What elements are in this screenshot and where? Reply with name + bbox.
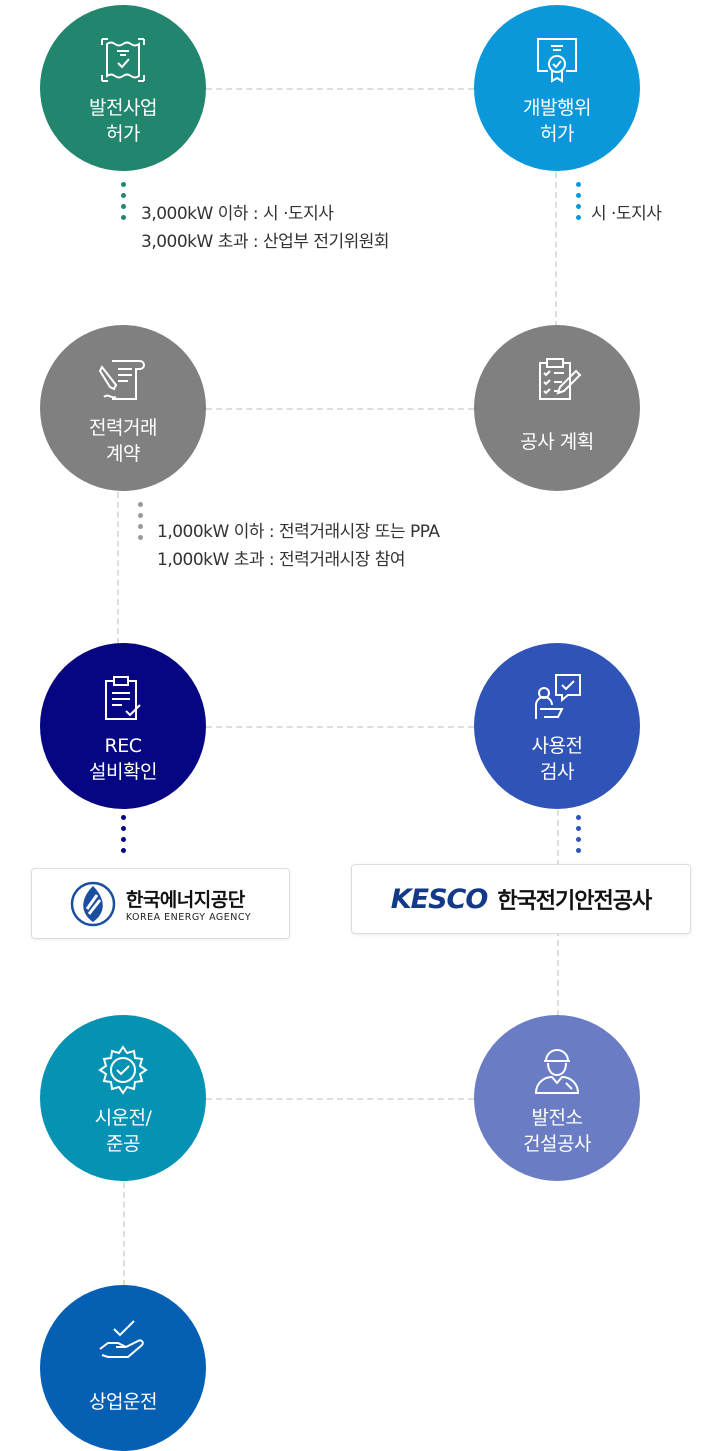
step-label: 검사 <box>540 761 574 783</box>
note-line: 3,000kW 이하 : 시 ·도지사 <box>141 204 334 224</box>
kesco-logo: KESCO 한국전기안전공사 <box>351 864 691 934</box>
step-power-trade-contract: 전력거래 계약 <box>40 325 206 491</box>
step-test-run: 시운전/ 준공 <box>40 1015 206 1181</box>
step-power-business-permit: 발전사업 허가 <box>40 5 206 171</box>
checklist-pen-icon <box>539 358 582 400</box>
step-label: REC <box>104 735 142 757</box>
note-dots <box>138 502 143 540</box>
worker-icon <box>534 1049 580 1094</box>
step-label: 개발행위 <box>523 97 591 119</box>
connector <box>206 408 474 410</box>
note-dots <box>121 815 126 853</box>
inspector-chat-icon <box>535 674 581 719</box>
note-dots <box>121 182 126 220</box>
connector <box>555 172 557 327</box>
connector <box>206 88 474 90</box>
step-label: 건설공사 <box>523 1133 591 1155</box>
power-business-permit-note: 3,000kW 이하 : 시 ·도지사 3,000kW 초과 : 산업부 전기위… <box>141 200 390 256</box>
step-label: 계약 <box>106 443 140 465</box>
power-trade-contract-note: 1,000kW 이하 : 전력거래시장 또는 PPA 1,000kW 초과 : … <box>157 518 440 574</box>
step-label: 사용전 <box>531 735 583 757</box>
step-commercial-operation: 상업운전 <box>40 1285 206 1451</box>
connector <box>123 1182 125 1286</box>
development-permit-note: 시 ·도지사 <box>591 200 662 228</box>
note-dots <box>576 815 581 853</box>
step-pre-use-inspection: 사용전 검사 <box>474 643 640 809</box>
note-line: 1,000kW 이하 : 전력거래시장 또는 PPA <box>157 522 440 542</box>
connector <box>206 726 474 728</box>
kesco-mark: KESCO <box>390 883 489 915</box>
step-label: 공사 계획 <box>520 431 594 453</box>
step-label: 시운전/ <box>94 1107 152 1129</box>
certificate-stamp-icon <box>101 38 145 82</box>
kea-name-en: KOREA ENERGY AGENCY <box>125 911 252 923</box>
connector <box>117 492 119 644</box>
step-label: 상업운전 <box>89 1391 157 1413</box>
step-development-permit: 개발행위 허가 <box>474 5 640 171</box>
kea-logo: 한국에너지공단 KOREA ENERGY AGENCY <box>31 868 290 939</box>
step-label: 허가 <box>540 123 574 145</box>
step-construction-plan: 공사 계획 <box>474 325 640 491</box>
step-label: 전력거래 <box>89 417 157 439</box>
hand-check-icon <box>99 1320 144 1358</box>
kea-emblem-icon <box>70 881 116 926</box>
note-dots <box>576 182 581 220</box>
note-line: 시 ·도지사 <box>591 204 662 224</box>
step-label: 발전소 <box>531 1107 583 1129</box>
note-line: 1,000kW 초과 : 전력거래시장 참여 <box>157 550 406 570</box>
step-label: 설비확인 <box>89 761 157 783</box>
step-rec-confirmation: REC 설비확인 <box>40 643 206 809</box>
connector <box>206 1098 474 1100</box>
note-line: 3,000kW 초과 : 산업부 전기위원회 <box>141 232 390 252</box>
step-label: 준공 <box>106 1133 140 1155</box>
kea-name-ko: 한국에너지공단 <box>125 888 245 911</box>
step-label: 허가 <box>106 123 140 145</box>
step-label: 발전사업 <box>89 97 157 119</box>
certificate-ribbon-icon <box>537 38 577 83</box>
gear-check-icon <box>98 1045 148 1095</box>
step-plant-construction: 발전소 건설공사 <box>474 1015 640 1181</box>
contract-scroll-icon <box>98 360 145 400</box>
kesco-name-ko: 한국전기안전공사 <box>497 889 652 914</box>
clipboard-check-icon <box>105 676 141 720</box>
